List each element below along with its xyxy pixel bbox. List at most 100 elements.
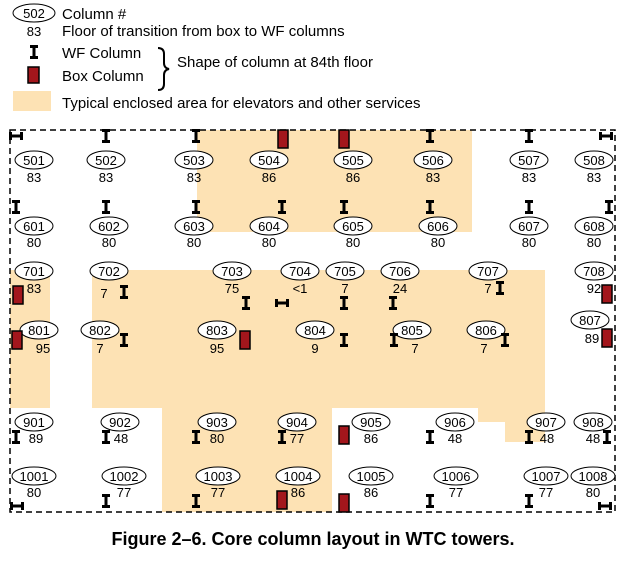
column-id-label: 806 [475,323,497,338]
column-id-ellipse [14,150,54,170]
box-column-icon [338,129,350,149]
column-id-label: 607 [518,219,540,234]
column-floor-label: 86 [346,170,360,185]
column-id-ellipse [468,261,508,281]
column-id-label: 504 [258,153,280,168]
figure-caption: Figure 2–6. Core column layout in WTC to… [111,529,514,549]
wf-column-icon [102,200,110,214]
column-id-ellipse [89,216,129,236]
column-id-label: 1006 [442,469,471,484]
wf-column-icon [102,494,110,508]
column-id-label: 1007 [532,469,561,484]
column-floor-label: 80 [210,431,224,446]
column-id-label: 801 [28,323,50,338]
column-floor-label: 83 [27,281,41,296]
column-id-label: 805 [401,323,423,338]
column-floor-label: 7 [100,286,107,301]
column-id-ellipse [570,310,610,330]
column-id-label: 703 [221,264,243,279]
wf-column-icon [603,430,611,444]
column-id-ellipse [392,320,432,340]
legend-floor-sample: 83 [27,24,41,39]
column-id-ellipse [101,466,147,486]
column-id-label: 902 [109,415,131,430]
wf-column-icon [525,200,533,214]
legend-box-icon [27,66,40,84]
legend-id-sample: 502 [23,6,45,21]
column-id-label: 1003 [204,469,233,484]
column-floor-label: 9 [311,341,318,356]
column-floor-label: 77 [539,485,553,500]
column-floor-label: 75 [225,281,239,296]
column-id-label: 503 [183,153,205,168]
column-id-label: 707 [477,264,499,279]
column-floor-label: 48 [448,431,462,446]
column-id-ellipse [413,150,453,170]
column-floor-label: 80 [587,235,601,250]
column-id-ellipse [523,466,569,486]
legend-area-swatch [13,91,51,111]
column-id-ellipse [325,261,365,281]
column-id-label: 502 [95,153,117,168]
column-floor-label: 7 [480,341,487,356]
wf-column-icon [605,200,613,214]
box-column-icon [601,284,613,304]
wf-column-icon [12,430,20,444]
column-floor-label: 48 [586,431,600,446]
legend-box-label: Box Column [62,68,144,85]
column-id-label: 804 [304,323,326,338]
legend-id-ellipse [12,3,56,23]
column-id-ellipse [574,216,614,236]
column-floor-label: 80 [262,235,276,250]
column-floor-label: 86 [364,485,378,500]
wf-column-icon [102,430,110,444]
legend: 502 Column # 83 Floor of transition from… [12,3,421,112]
column-id-label: 1005 [357,469,386,484]
column-id-label: 708 [583,264,605,279]
column-id-label: 1001 [20,469,49,484]
wf-column-horizontal-icon [599,132,613,140]
column-id-label: 706 [389,264,411,279]
column-id-ellipse [573,412,613,432]
column-id-ellipse [197,412,237,432]
box-column-icon [276,490,288,510]
column-id-label: 606 [427,219,449,234]
box-column-icon [239,330,251,350]
column-id-label: 803 [206,323,228,338]
column-id-ellipse [195,466,241,486]
column-floor-label: 95 [210,341,224,356]
column-id-ellipse [418,216,458,236]
column-id-ellipse [19,320,59,340]
column-id-label: 807 [579,313,601,328]
column-floor-label: 83 [99,170,113,185]
column-floor-label: 80 [102,235,116,250]
column-id-ellipse [14,412,54,432]
column-floor-label: 80 [27,485,41,500]
column-floor-label: 24 [393,281,407,296]
column-id-ellipse [100,412,140,432]
column-floor-label: 86 [364,431,378,446]
column-id-label: 704 [289,264,311,279]
wf-column-icon [426,494,434,508]
column-id-label: 906 [444,415,466,430]
box-column-icon [12,285,24,305]
column-id-ellipse [249,150,289,170]
legend-area-label: Typical enclosed area for elevators and … [62,95,421,112]
column-id-ellipse [86,150,126,170]
